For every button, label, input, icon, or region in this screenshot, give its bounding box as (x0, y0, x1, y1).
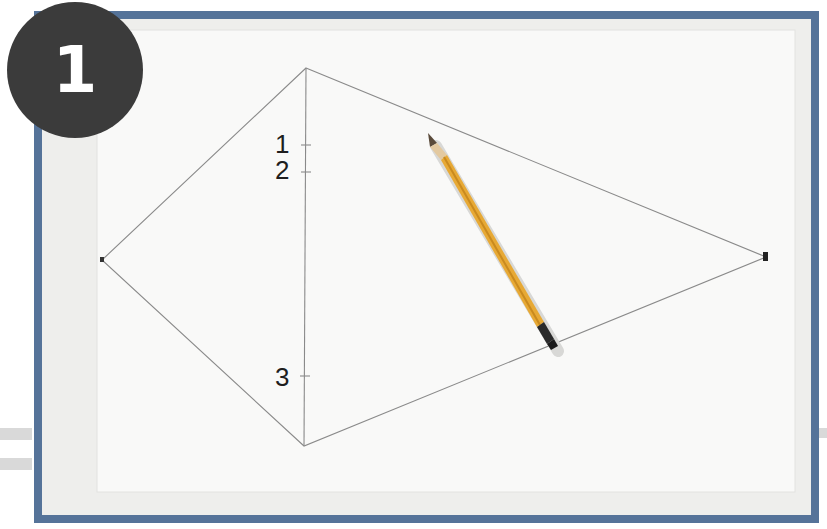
pencil-body (441, 155, 544, 327)
callout-number: 3 (275, 364, 289, 390)
step-number: 1 (53, 38, 98, 102)
pencil-edge (444, 157, 540, 325)
photo-frame (38, 15, 815, 519)
kite-shape (102, 68, 766, 446)
pencil (428, 133, 558, 351)
paper-sheet (97, 30, 795, 492)
callout-number: 1 (275, 131, 289, 157)
point-mark (763, 252, 768, 261)
watermark-bar (0, 458, 32, 470)
pencil-eraser (547, 339, 558, 350)
pencil-ferrule (537, 322, 554, 344)
photo-background (38, 15, 815, 519)
watermark-bar (0, 428, 32, 440)
tick-mark (300, 375, 310, 376)
tick-mark (301, 171, 311, 172)
step-badge: 1 (7, 2, 143, 138)
point-mark (100, 257, 104, 262)
kite-outline (102, 68, 766, 446)
center-line (304, 68, 306, 446)
pencil-shadow (436, 146, 558, 351)
tick-mark (301, 144, 311, 145)
callout-number: 2 (275, 157, 289, 183)
